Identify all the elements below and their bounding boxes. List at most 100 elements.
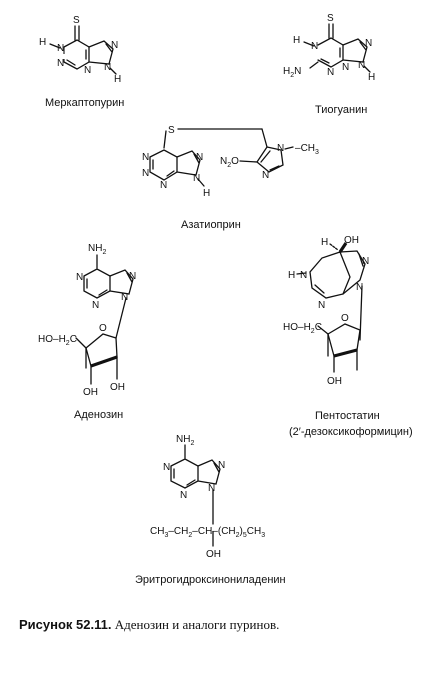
bond bbox=[359, 41, 367, 51]
bond bbox=[115, 297, 127, 339]
bond bbox=[296, 272, 307, 275]
atom-n: N bbox=[342, 62, 349, 73]
structure-pentostatin: H OH H N N N N HO–H2C O OH Пентостатин (… bbox=[283, 235, 413, 438]
bond bbox=[197, 178, 205, 187]
label-thioguanine: Тиогуанин bbox=[315, 104, 367, 116]
bond bbox=[163, 130, 167, 149]
bond bbox=[261, 128, 268, 148]
bond bbox=[186, 479, 196, 486]
bond bbox=[166, 170, 175, 177]
bond bbox=[85, 333, 118, 367]
bond bbox=[309, 61, 319, 69]
structure-ehna: NH2 N N N N CH3–CH2–CH–(CH2)5CH3 OH Эрит… bbox=[135, 434, 286, 586]
atom-n: N bbox=[142, 168, 149, 179]
atom-h: H bbox=[293, 35, 300, 46]
bond bbox=[197, 459, 221, 485]
label-azathioprine: Азатиоприн bbox=[181, 219, 241, 231]
atom-n: N bbox=[358, 60, 365, 71]
label-pentostatin: Пентостатин bbox=[315, 410, 380, 422]
bond bbox=[320, 58, 330, 64]
atom-n: N bbox=[129, 271, 136, 282]
atom-o: O bbox=[341, 313, 349, 324]
atom-n: N bbox=[218, 460, 225, 471]
atom-h: H bbox=[368, 72, 375, 83]
label-pentostatin-synonym: (2′-дезоксикоформицин) bbox=[289, 426, 413, 438]
bond bbox=[284, 146, 294, 150]
atom-n: N bbox=[356, 282, 363, 293]
atom-n: N bbox=[208, 483, 215, 494]
structure-mercaptopurine: S H N N N N N H Меркаптопурин bbox=[39, 15, 124, 109]
atom-n: N bbox=[92, 300, 99, 311]
atom-n: N bbox=[262, 170, 269, 181]
atom-n: N bbox=[57, 43, 64, 54]
methyl-group: –CH3 bbox=[295, 143, 319, 156]
bond bbox=[239, 160, 258, 163]
bond bbox=[170, 458, 199, 489]
figure-caption: Рисунок 52.11. Аденозин и аналоги пурино… bbox=[19, 617, 439, 633]
atom-n: N bbox=[318, 300, 325, 311]
atom-h: H bbox=[114, 74, 121, 85]
atom-h: H bbox=[288, 270, 295, 281]
atom-n: N bbox=[327, 67, 334, 78]
bond bbox=[75, 337, 87, 349]
bond bbox=[66, 59, 76, 66]
bond bbox=[309, 251, 351, 299]
structure-azathioprine: S N N N N N H N2O N –CH3 N Азатиоприн bbox=[142, 125, 319, 231]
atom-h: H bbox=[203, 188, 210, 199]
atom-n: N bbox=[160, 180, 167, 191]
nitro-group: N2O bbox=[220, 156, 239, 169]
bond bbox=[105, 43, 113, 53]
atom-h: H bbox=[39, 37, 46, 48]
bond bbox=[317, 325, 329, 335]
amino-group: NH2 bbox=[176, 434, 194, 447]
atom-n: N bbox=[76, 272, 83, 283]
bond bbox=[63, 39, 90, 70]
atom-n: N bbox=[111, 40, 118, 51]
bond bbox=[83, 268, 111, 299]
hydroxymethyl-group: HO–H2C bbox=[38, 334, 77, 347]
atom-n: N bbox=[104, 62, 111, 73]
caption-figure-number: Рисунок 52.11. bbox=[19, 617, 112, 632]
atom-n: N bbox=[196, 152, 203, 163]
bond bbox=[109, 269, 134, 295]
label-ehna: Эритрогидроксинониладенин bbox=[135, 574, 286, 586]
atom-n: N bbox=[121, 292, 128, 303]
hydroxyl-group: OH bbox=[83, 387, 98, 398]
side-chain: CH3–CH2–CH–(CH2)5CH3 bbox=[150, 526, 265, 539]
bond bbox=[314, 284, 325, 294]
bond bbox=[126, 272, 133, 283]
bond bbox=[303, 41, 315, 47]
atom-h: H bbox=[321, 237, 328, 248]
atom-n: N bbox=[57, 58, 64, 69]
atom-s: S bbox=[168, 125, 175, 136]
bond bbox=[342, 38, 368, 63]
hydroxyl-group: OH bbox=[206, 549, 221, 560]
atom-n: N bbox=[193, 173, 200, 184]
bond bbox=[98, 289, 108, 296]
bond bbox=[109, 67, 117, 75]
bond bbox=[213, 462, 220, 473]
hydroxymethyl-group: HO–H2C bbox=[283, 322, 322, 335]
atom-n: N bbox=[300, 270, 307, 281]
atom-s: S bbox=[327, 13, 334, 24]
structure-thioguanine: S H N N N N N H H2N Тиогуанин bbox=[283, 13, 375, 116]
atom-n: N bbox=[362, 256, 369, 267]
bond bbox=[338, 242, 348, 253]
bond bbox=[358, 253, 364, 267]
atom-s: S bbox=[73, 15, 80, 26]
hydroxyl-group: OH bbox=[327, 376, 342, 387]
hydroxyl-group: OH bbox=[344, 235, 359, 246]
atom-o: O bbox=[99, 323, 107, 334]
atom-n: N bbox=[142, 152, 149, 163]
bond bbox=[339, 250, 366, 295]
bond bbox=[269, 165, 280, 171]
bond bbox=[327, 323, 361, 357]
label-adenosine: Аденозин bbox=[74, 409, 123, 421]
bond bbox=[49, 43, 61, 49]
amino-group: H2N bbox=[283, 66, 301, 79]
bond bbox=[149, 149, 178, 181]
atom-n: N bbox=[277, 143, 284, 154]
bond bbox=[256, 146, 284, 173]
bond bbox=[329, 243, 339, 251]
